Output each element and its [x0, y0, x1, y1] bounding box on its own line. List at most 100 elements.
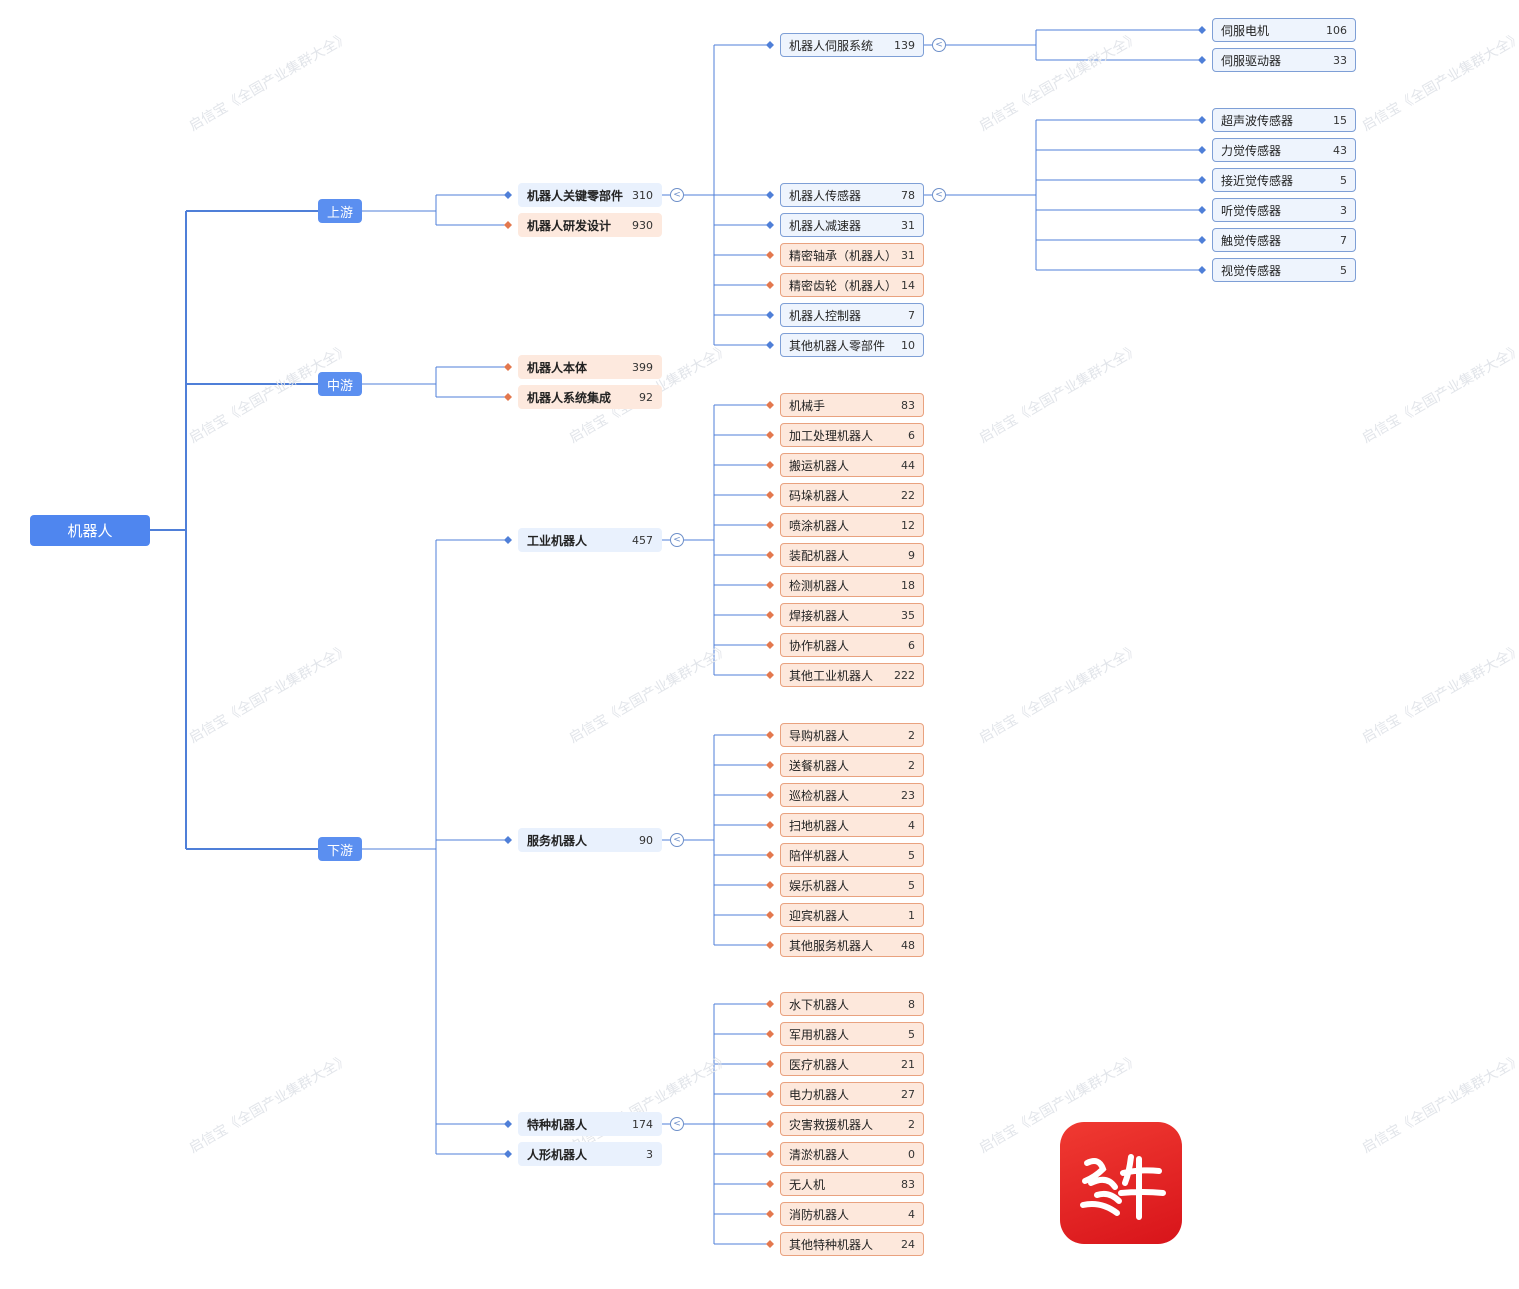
node-service-robot[interactable]: 服务机器人 90 [518, 828, 662, 852]
collapse-toggle-service[interactable]: < [670, 833, 684, 847]
node-count: 23 [901, 788, 915, 802]
node-count: 83 [901, 1177, 915, 1191]
key-part-item[interactable]: 精密轴承（机器人）31 [780, 243, 924, 267]
node-marker [766, 941, 774, 949]
root-node-robot[interactable]: 机器人 [30, 515, 150, 546]
node-marker [504, 836, 512, 844]
node-label: 无人机 [789, 1177, 826, 1192]
node-marker [766, 1150, 774, 1158]
node-count: 90 [639, 833, 653, 847]
watermark: 启信宝《全国产业集群大全》 [566, 641, 733, 747]
node-marker [766, 191, 774, 199]
node-count: 83 [901, 398, 915, 412]
node-count: 4 [908, 818, 915, 832]
watermark: 启信宝《全国产业集群大全》 [976, 29, 1143, 135]
node-marker [504, 1120, 512, 1128]
stage-midstream[interactable]: 中游 [318, 372, 362, 396]
node-label: 机器人系统集成 [527, 390, 612, 405]
node-count: 4 [908, 1207, 915, 1221]
node-count: 3 [646, 1147, 653, 1161]
key-part-item[interactable]: 精密齿轮（机器人）14 [780, 273, 924, 297]
node-label: 其他服务机器人 [789, 938, 874, 953]
node-label: 焊接机器人 [789, 608, 850, 623]
node-label: 工业机器人 [527, 533, 588, 548]
collapse-toggle-sensor[interactable]: < [932, 188, 946, 202]
collapse-toggle-servo[interactable]: < [932, 38, 946, 52]
node-marker [766, 221, 774, 229]
node-marker [766, 911, 774, 919]
node-label: 力觉传感器 [1221, 143, 1282, 158]
node-count: 24 [901, 1237, 915, 1251]
node-marker [766, 431, 774, 439]
node-count: 22 [901, 488, 915, 502]
node-label: 搬运机器人 [789, 458, 850, 473]
node-count: 5 [908, 878, 915, 892]
node-marker [766, 521, 774, 529]
collapse-toggle-special[interactable]: < [670, 1117, 684, 1131]
node-marker [766, 791, 774, 799]
node-marker [766, 671, 774, 679]
special-item[interactable]: 水下机器人 8 [780, 992, 924, 1016]
node-label: 送餐机器人 [789, 758, 850, 773]
node-label: 加工处理机器人 [789, 428, 874, 443]
node-count: 174 [632, 1117, 653, 1131]
stage-downstream[interactable]: 下游 [318, 837, 362, 861]
node-label: 机器人关键零部件 [527, 188, 624, 203]
ziniu-logo-mark [1080, 1154, 1166, 1220]
node-label: 水下机器人 [789, 997, 850, 1012]
stage-upstream[interactable]: 上游 [318, 199, 362, 223]
collapse-toggle-industrial[interactable]: < [670, 533, 684, 547]
node-count: 8 [908, 997, 915, 1011]
node-label: 服务机器人 [527, 833, 588, 848]
special-item[interactable]: 无人机 83 [780, 1172, 924, 1196]
collapse-toggle-key-parts[interactable]: < [670, 188, 684, 202]
node-count: 14 [901, 278, 915, 292]
watermark: 启信宝《全国产业集群大全》 [186, 29, 353, 135]
